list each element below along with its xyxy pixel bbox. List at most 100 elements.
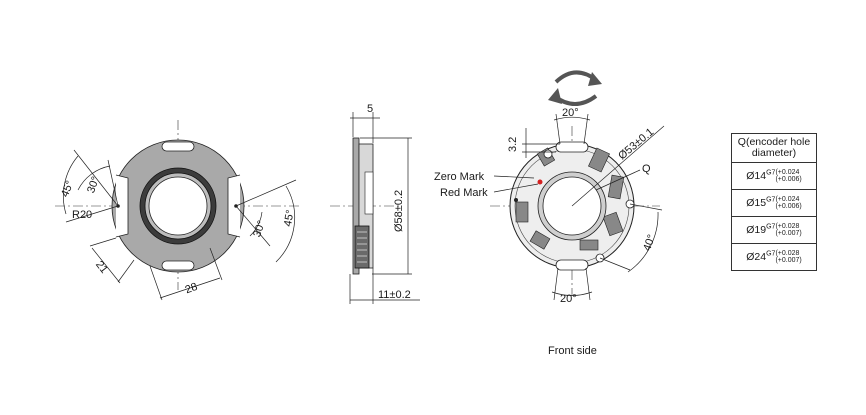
q-tolerance: (+0.024(+0.006)	[775, 196, 801, 210]
label-rotation-top: 20°	[562, 107, 579, 119]
q-upper: (+0.028	[775, 223, 800, 230]
bottom-slot	[161, 260, 195, 271]
q-table: Q(encoder hole diameter) Ø14G7(+0.024(+0…	[731, 133, 817, 271]
chip-2	[607, 174, 625, 200]
q-fit: G7	[766, 169, 776, 177]
angle-line-45-right	[235, 179, 297, 207]
caption-front-side: Front side	[548, 345, 597, 357]
label-radius: R20	[72, 209, 92, 221]
rotation-arrowhead-ccw	[548, 88, 562, 104]
table-row: Ø24G7(+0.028(+0.007)	[731, 243, 817, 271]
q-tolerance: (+0.028(+0.007)	[775, 223, 801, 237]
ext-20-bottom-a	[553, 267, 559, 301]
q-fit: G7	[766, 196, 776, 204]
leader-q	[595, 169, 641, 191]
arc-30-right	[249, 211, 263, 237]
front-view: 20° 3.2 Ø53±0.1 Q Zero Mark Red Mark 40°…	[434, 70, 665, 357]
label-thickness-5: 5	[367, 103, 373, 115]
dim-line-28	[159, 277, 221, 299]
leader-diameter-53	[571, 125, 665, 207]
label-dim-21: 21	[93, 259, 110, 276]
arc-45-left	[62, 155, 79, 215]
top-slot	[161, 141, 195, 152]
q-lower: (+0.007)	[775, 230, 802, 237]
angle-line-45-left	[73, 149, 119, 207]
label-diameter-58: Ø58±0.2	[393, 190, 405, 232]
q-upper: (+0.028	[775, 250, 800, 257]
angle-line-40-a	[629, 203, 663, 211]
left-flat	[115, 174, 129, 238]
chip-1	[588, 147, 610, 173]
label-q: Q	[642, 163, 651, 175]
label-angle-45-right: 45°	[282, 209, 297, 227]
label-angle-30-right: 30°	[251, 219, 268, 239]
q-table-cell: Ø19G7(+0.028(+0.007)	[731, 216, 817, 244]
leader-red-mark	[493, 183, 539, 193]
front-top-slot	[555, 141, 589, 153]
q-table-header: Q(encoder hole diameter)	[731, 133, 817, 163]
screw-top-left	[543, 149, 553, 159]
hole-left	[514, 198, 518, 202]
dim-line-21	[91, 247, 121, 284]
angle-line-40-b	[599, 257, 631, 271]
label-angle-30-left: 30°	[85, 175, 102, 195]
chip-6	[515, 201, 529, 223]
arc-20-top	[553, 116, 591, 121]
profile-view: 5 Ø58±0.2 11±0.2	[330, 103, 420, 304]
right-flat	[227, 174, 241, 238]
q-fit: G7	[766, 250, 776, 258]
q-fit: G7	[766, 223, 776, 231]
q-table-cell: Ø24G7(+0.028(+0.007)	[731, 243, 817, 271]
label-angle-40: 40°	[641, 233, 658, 253]
ext-21-b	[117, 259, 135, 283]
profile-connector	[354, 225, 370, 269]
red-mark-dot	[537, 179, 543, 185]
q-upper: (+0.024	[775, 196, 800, 203]
q-lower: (+0.006)	[775, 203, 802, 210]
label-angle-45-left: 45°	[59, 179, 76, 199]
q-base: Ø19	[746, 223, 767, 236]
label-diameter-53: Ø53±0.1	[616, 126, 656, 162]
leader-zero-mark	[493, 175, 535, 179]
arc-40	[627, 211, 659, 273]
left-view: 45° 30° R20 21 28 30° 45°	[55, 120, 300, 301]
label-rotation-bottom: 20°	[560, 293, 577, 305]
table-row: Ø14G7(+0.024(+0.006)	[731, 162, 817, 190]
rotation-arrowhead-cw	[588, 72, 602, 86]
chip-4	[579, 239, 599, 251]
ext-20-bottom-b	[585, 267, 591, 301]
label-dim-3-2: 3.2	[507, 137, 519, 152]
label-zero-mark: Zero Mark	[434, 171, 485, 183]
profile-window	[364, 171, 374, 215]
angle-line-30-right	[235, 205, 271, 247]
table-row: Ø15G7(+0.024(+0.006)	[731, 189, 817, 217]
chip-3	[602, 211, 624, 237]
q-tolerance: (+0.028(+0.007)	[775, 250, 801, 264]
label-red-mark: Red Mark	[440, 187, 488, 199]
q-base: Ø14	[746, 169, 767, 182]
q-table-header-row: Q(encoder hole diameter)	[731, 133, 817, 163]
front-bottom-slot	[555, 259, 589, 271]
q-table-cell: Ø15G7(+0.024(+0.006)	[731, 189, 817, 217]
ext-28-b	[209, 247, 223, 281]
q-lower: (+0.006)	[775, 176, 802, 183]
arc-30-left	[77, 165, 111, 191]
ext-21-a	[89, 237, 117, 247]
ext-28-a	[149, 265, 163, 301]
angle-line-30-left	[107, 159, 119, 207]
radius-leader	[65, 205, 119, 223]
q-tolerance: (+0.024(+0.006)	[775, 169, 801, 183]
bore	[148, 176, 208, 236]
label-depth-11: 11±0.2	[378, 289, 411, 301]
arc-20-bottom	[551, 291, 593, 296]
q-table-cell: Ø14G7(+0.024(+0.006)	[731, 162, 817, 190]
q-lower: (+0.007)	[775, 257, 802, 264]
arc-45-right	[275, 185, 296, 263]
table-row: Ø19G7(+0.028(+0.007)	[731, 216, 817, 244]
q-upper: (+0.024	[775, 169, 800, 176]
chip-5	[529, 230, 551, 250]
q-base: Ø15	[746, 196, 767, 209]
label-dim-28: 28	[184, 281, 200, 296]
q-base: Ø24	[746, 250, 767, 263]
